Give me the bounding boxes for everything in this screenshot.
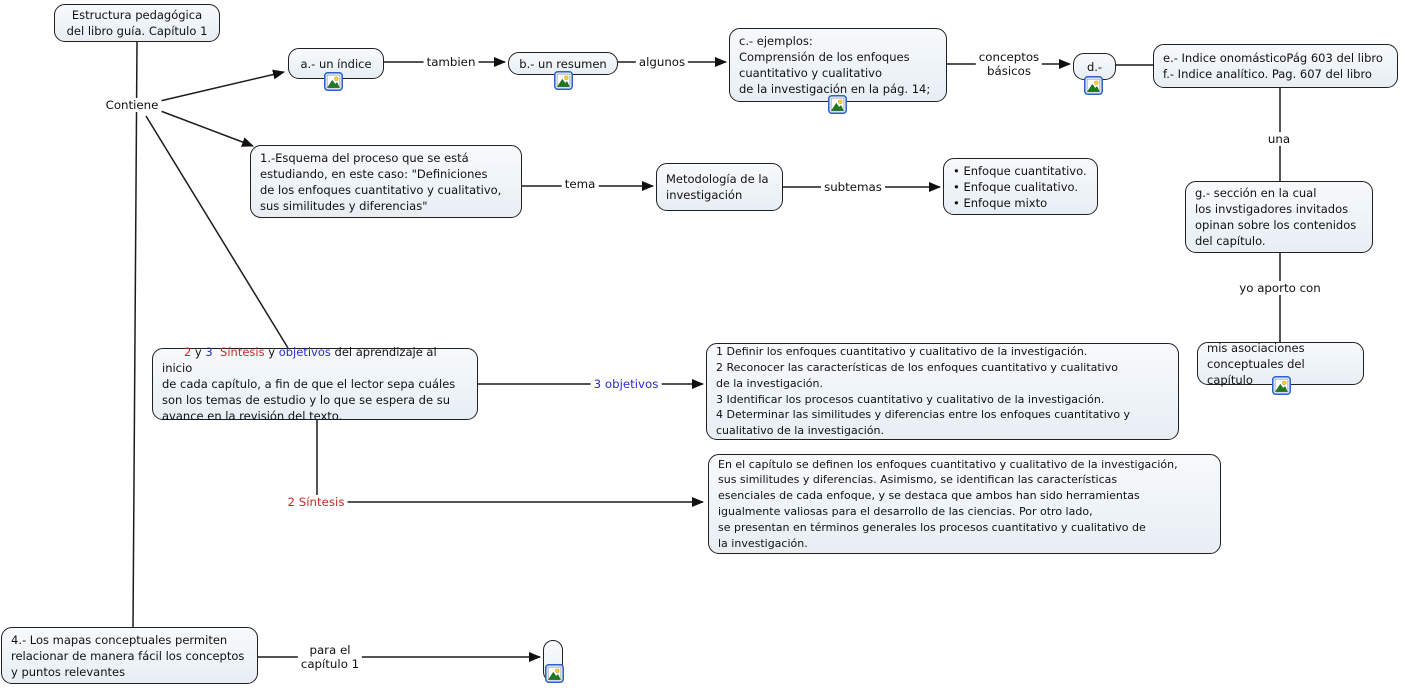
link-label-subtemas[interactable]: subtemas xyxy=(821,180,885,194)
concept-text: Estructura pedagógica del libro guía. Ca… xyxy=(66,8,208,38)
link-label-para-el-capitulo[interactable]: para el capítulo 1 xyxy=(297,643,363,671)
concept-text: En el capítulo se definen los enfoques c… xyxy=(718,457,1178,550)
concept-text: e.- Indice onomásticoPág 603 del libro f… xyxy=(1163,51,1383,81)
concept-sintesis-objetivos[interactable]: 2 y 3 Síntesis y objetivos del aprendiza… xyxy=(152,345,478,423)
concept-indices-ef[interactable]: e.- Indice onomásticoPág 603 del libro f… xyxy=(1153,44,1398,88)
link-label-tema[interactable]: tema xyxy=(561,177,599,191)
concept-esquema-proceso[interactable]: 1.-Esquema del proceso que se está estud… xyxy=(250,145,522,218)
concept-text-fragment: Síntesis xyxy=(212,345,265,359)
link-label-contiene[interactable]: Contiene xyxy=(102,98,162,112)
concept-text: 2 y 3 Síntesis y objetivos del aprendiza… xyxy=(162,328,468,440)
concept-text-fragment: objetivos xyxy=(278,345,331,359)
link-label-algunos[interactable]: algunos xyxy=(635,55,689,69)
link-label-yo-aporto[interactable]: yo aporto con xyxy=(1236,281,1324,295)
concept-ejemplos[interactable]: c.- ejemplos: Comprensión de los enfoque… xyxy=(729,28,947,102)
concept-estructura-pedagogica[interactable]: Estructura pedagógica del libro guía. Ca… xyxy=(54,4,220,42)
link-label-conceptos-basicos[interactable]: conceptos básicos xyxy=(975,50,1043,78)
concept-text: a.- un índice xyxy=(300,56,372,71)
image-resource-icon[interactable] xyxy=(1084,76,1103,95)
image-resource-icon[interactable] xyxy=(545,664,564,683)
concept-text: b.- un resumen xyxy=(519,56,607,71)
concept-text-fragment: 3 xyxy=(205,345,213,359)
concept-text: 4.- Los mapas conceptuales permiten rela… xyxy=(11,632,245,679)
concept-text: mis asociaciones conceptuales del capítu… xyxy=(1207,340,1305,387)
link-label-tambien[interactable]: tambien xyxy=(423,55,479,69)
concept-resumen[interactable]: b.- un resumen xyxy=(508,52,618,75)
concept-d[interactable]: d.- xyxy=(1073,53,1116,80)
link-label-una[interactable]: una xyxy=(1264,132,1294,146)
concept-text: 1 Definir los enfoques cuantitativo y cu… xyxy=(716,345,1131,438)
concept-metodologia[interactable]: Metodología de la investigación xyxy=(656,163,783,211)
concept-text-fragment: y xyxy=(191,345,206,359)
concept-text-fragment: 2 xyxy=(183,345,192,359)
image-resource-icon[interactable] xyxy=(1272,376,1291,395)
concept-objetivos-lista[interactable]: 1 Definir los enfoques cuantitativo y cu… xyxy=(706,343,1179,440)
link-label-3-objetivos[interactable]: 3 objetivos xyxy=(590,377,662,391)
concept-text: 1.-Esquema del proceso que se está estud… xyxy=(260,150,502,213)
concept-text: c.- ejemplos: Comprensión de los enfoque… xyxy=(739,34,931,96)
concept-indice[interactable]: a.- un índice xyxy=(288,48,384,79)
concept-enfoques-lista[interactable]: • Enfoque cuantitativo. • Enfoque cualit… xyxy=(943,158,1098,215)
concept-text: • Enfoque cuantitativo. • Enfoque cualit… xyxy=(953,163,1087,210)
image-resource-icon[interactable] xyxy=(554,71,573,90)
concept-sintesis-texto[interactable]: En el capítulo se definen los enfoques c… xyxy=(708,454,1221,554)
link-label-2-sintesis[interactable]: 2 Síntesis xyxy=(284,495,348,509)
image-resource-icon[interactable] xyxy=(828,95,847,114)
concept-text: g.- sección en la cual los invstigadores… xyxy=(1195,186,1357,248)
concept-mapas-conceptuales[interactable]: 4.- Los mapas conceptuales permiten rela… xyxy=(1,627,258,684)
concept-text: d.- xyxy=(1086,59,1103,74)
concept-text-fragment: del aprendizaje al inicio de cada capítu… xyxy=(162,345,456,423)
concept-text: Metodología de la investigación xyxy=(666,172,769,202)
image-resource-icon[interactable] xyxy=(324,72,343,91)
concept-text-fragment: y xyxy=(264,345,279,359)
concept-seccion-invitados[interactable]: g.- sección en la cual los invstigadores… xyxy=(1185,181,1373,253)
